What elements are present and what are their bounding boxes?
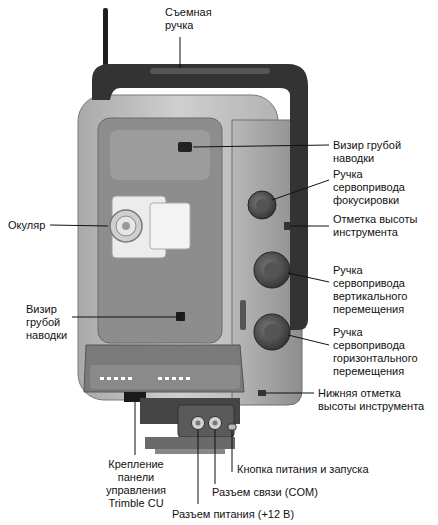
part-label: Визир грубой наводки: [333, 139, 437, 165]
part-label: Разъем связи (COM): [212, 486, 352, 499]
part-label: Съемная ручка: [165, 6, 225, 32]
part-label: Разъем питания (+12 В): [172, 508, 332, 521]
part-label: Кнопка питания и запуска: [237, 463, 417, 476]
part-label: Ручка сервопривода горизонтального перем…: [333, 326, 437, 378]
leader-lines: [50, 37, 329, 504]
part-label: Ручка сервопривода фокусировки: [333, 168, 437, 207]
part-label: Отметка высоты инструмента: [333, 213, 433, 239]
part-label: Крепление панели управления Trimble CU: [99, 458, 173, 510]
part-label: Ручка сервопривода вертикального перемещ…: [333, 264, 437, 316]
part-label: Окуляр: [8, 219, 58, 232]
part-label: Нижняя отметка высоты инструмента: [318, 387, 436, 413]
part-label: Визир грубой наводки: [26, 303, 74, 342]
